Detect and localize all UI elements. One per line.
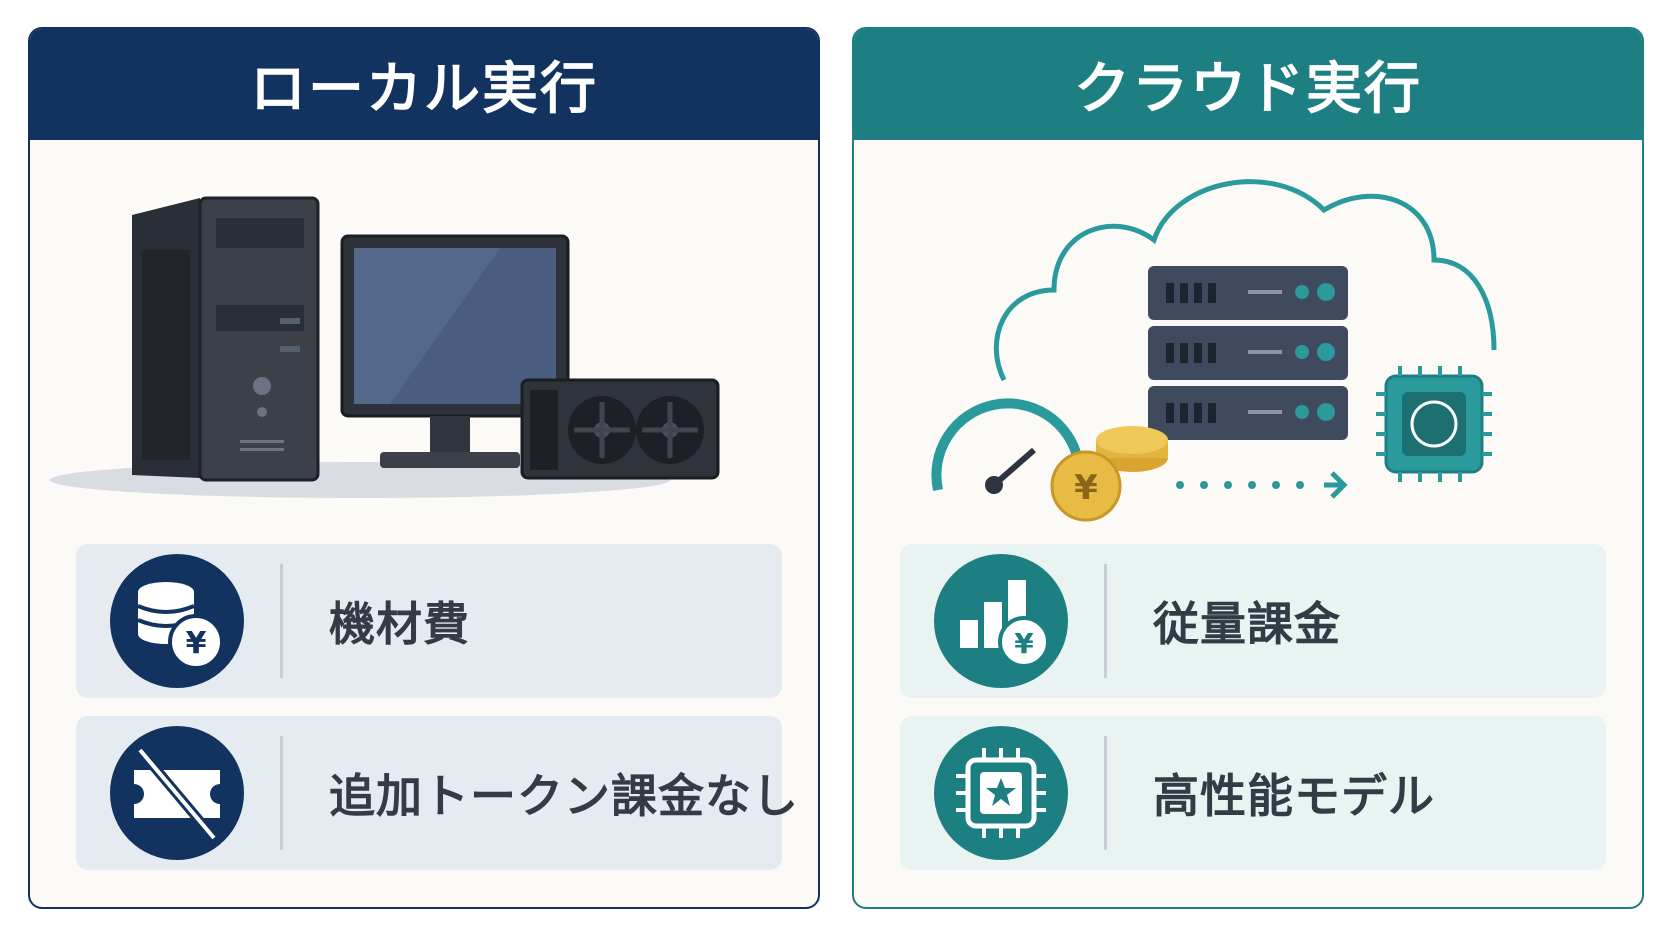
feature-label-high-performance-model: 高性能モデル [1153, 769, 1435, 823]
feature-label-usage-billing: 従量課金 [1153, 597, 1341, 651]
no-ticket-icon [110, 726, 244, 860]
cloud-illustration: ¥ [931, 179, 1497, 522]
local-feature-equipment-cost: ¥ 機材費 [76, 544, 782, 698]
local-execution-panel: ローカル実行 [28, 27, 820, 909]
dotted-arrow-icon [1176, 471, 1348, 499]
local-feature-no-token-billing: 追加トークン課金なし [76, 716, 798, 870]
coins-yen-icon: ¥ [1050, 426, 1168, 522]
local-hardware-illustration [50, 196, 720, 498]
cloud-outline-icon [993, 179, 1497, 382]
feature-label-equipment-cost: 機材費 [329, 597, 470, 651]
ai-chip-icon [1376, 366, 1492, 482]
cloud-feature-usage-billing: ¥ 従量課金 [900, 544, 1606, 698]
cloud-feature-high-performance-model: 高性能モデル [900, 716, 1606, 870]
coins-yen-icon: ¥ [110, 554, 244, 688]
chip-star-icon [934, 726, 1068, 860]
gpu-icon [520, 378, 720, 480]
local-panel-title: ローカル実行 [30, 29, 818, 140]
divider [1104, 736, 1107, 850]
gauge-icon [931, 398, 1083, 494]
pc-tower-icon [132, 196, 320, 482]
svg-text:¥: ¥ [186, 626, 207, 661]
cloud-execution-panel: クラウド実行 [852, 27, 1644, 909]
divider [280, 736, 283, 850]
svg-text:¥: ¥ [1014, 627, 1034, 660]
server-stack-icon [1148, 266, 1348, 440]
cloud-panel-title: クラウド実行 [854, 29, 1642, 140]
divider [280, 564, 283, 678]
feature-label-no-token-billing: 追加トークン課金なし [329, 769, 799, 823]
svg-text:¥: ¥ [1074, 468, 1098, 508]
divider [1104, 564, 1107, 678]
monitor-icon [340, 234, 570, 468]
bar-chart-yen-icon: ¥ [934, 554, 1068, 688]
